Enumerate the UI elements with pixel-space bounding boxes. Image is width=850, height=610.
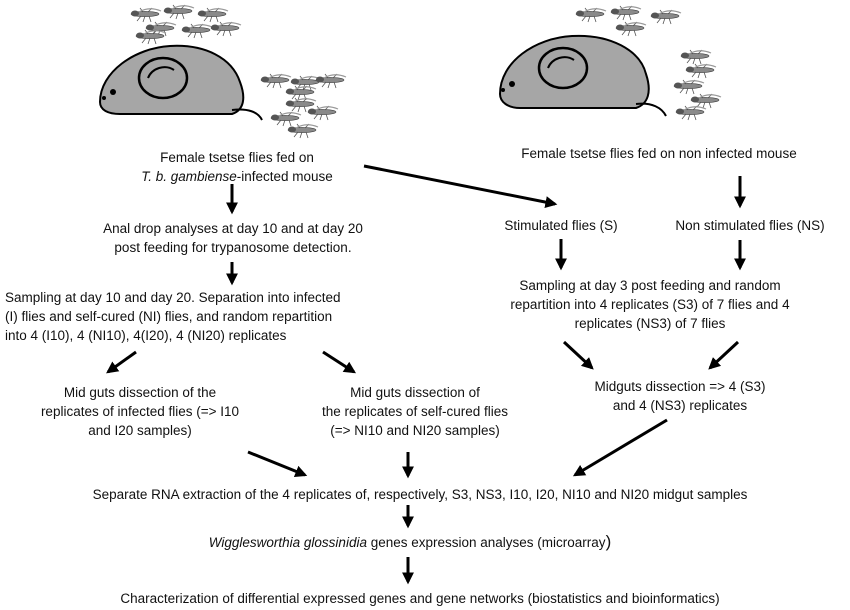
expression-analysis-text: Wigglesworthia glossinidia genes express… <box>110 532 710 552</box>
sampling-left-text: Sampling at day 10 and day 20. Separatio… <box>5 288 425 345</box>
arrow-sampling-to-infected <box>106 350 137 374</box>
infected-feeding-line1: Female tsetse flies fed on <box>160 150 314 165</box>
dissection-infected-line1: Mid guts dissection of the <box>63 385 217 400</box>
dissection-selfcured-line2: the replicates of self-cured flies <box>321 404 509 419</box>
anal-drop-text: Anal drop analyses at day 10 and at day … <box>48 219 418 257</box>
dissection-selfcured-line1: Mid guts dissection of <box>350 385 480 400</box>
non-stimulated-flies-text: Non stimulated flies (NS) <box>675 218 825 233</box>
arrow-sampling-to-selfcured <box>322 350 357 374</box>
flow-arrows <box>106 164 746 585</box>
infected-feeding-line2-rest: -infected mouse <box>236 169 333 184</box>
dissection-infected-text: Mid guts dissection of the replicates of… <box>20 383 260 440</box>
sampling-left-line3: into 4 (I10), 4 (NI10), 4(I20), 4 (NI20)… <box>5 328 287 343</box>
uninfected-mouse-icon <box>498 34 667 117</box>
characterization-text: Characterization of differential express… <box>120 591 720 606</box>
sampling-right-text: Sampling at day 3 post feeding and rando… <box>470 276 830 333</box>
dissection-infected-line2: replicates of infected flies (=> I10 <box>40 404 240 419</box>
stimulated-flies-text: Stimulated flies (S) <box>504 218 618 233</box>
dissection-right-line2: and 4 (NS3) replicates <box>612 398 748 413</box>
arrow-left-to-stimulated <box>363 164 558 209</box>
dissection-infected-line3: and I20 samples) <box>88 423 192 438</box>
dissection-right-text: Midguts dissection => 4 (S3) and 4 (NS3)… <box>560 377 800 415</box>
parasite-name: T. b. gambiense <box>141 169 237 184</box>
sampling-right-line3: replicates (NS3) of 7 flies <box>574 316 726 331</box>
arrow-right-to-rna <box>572 418 668 477</box>
dissection-selfcured-line3: (=> NI10 and NI20 samples) <box>330 423 500 438</box>
infected-feeding-text: Female tsetse flies fed on T. b. gambien… <box>112 148 362 186</box>
sampling-right-line1: Sampling at day 3 post feeding and rando… <box>519 278 781 293</box>
infected-mouse-icon <box>98 44 263 121</box>
arrow-sampling-right-to-dissect-b <box>708 340 740 370</box>
infected-feeding-line2: T. b. gambiense-infected mouse <box>112 167 362 186</box>
anal-drop-line1: Anal drop analyses at day 10 and at day … <box>103 221 363 236</box>
anal-drop-line2: post feeding for trypanosome detection. <box>114 240 352 255</box>
dissection-selfcured-text: Mid guts dissection of the replicates of… <box>290 383 540 440</box>
sampling-left-line1: Sampling at day 10 and day 20. Separatio… <box>5 290 341 305</box>
dissection-right-line1: Midguts dissection => 4 (S3) <box>594 379 766 394</box>
arrow-sampling-right-to-dissect-a <box>562 340 594 370</box>
rna-extraction-text: Separate RNA extraction of the 4 replica… <box>92 487 748 502</box>
arrow-infected-to-rna <box>247 450 308 477</box>
uninfected-feeding-text: Female tsetse flies fed on non infected … <box>521 146 797 161</box>
sampling-left-line2: (I) flies and self-cured (NI) flies, and… <box>5 309 333 324</box>
expression-analysis-rest: genes expression analyses (microarray <box>366 535 606 550</box>
expression-close-paren: ) <box>605 532 612 551</box>
sampling-right-line2: repartition into 4 replicates (S3) of 7 … <box>510 297 790 312</box>
bacterium-name: Wigglesworthia glossinidia <box>208 535 367 550</box>
